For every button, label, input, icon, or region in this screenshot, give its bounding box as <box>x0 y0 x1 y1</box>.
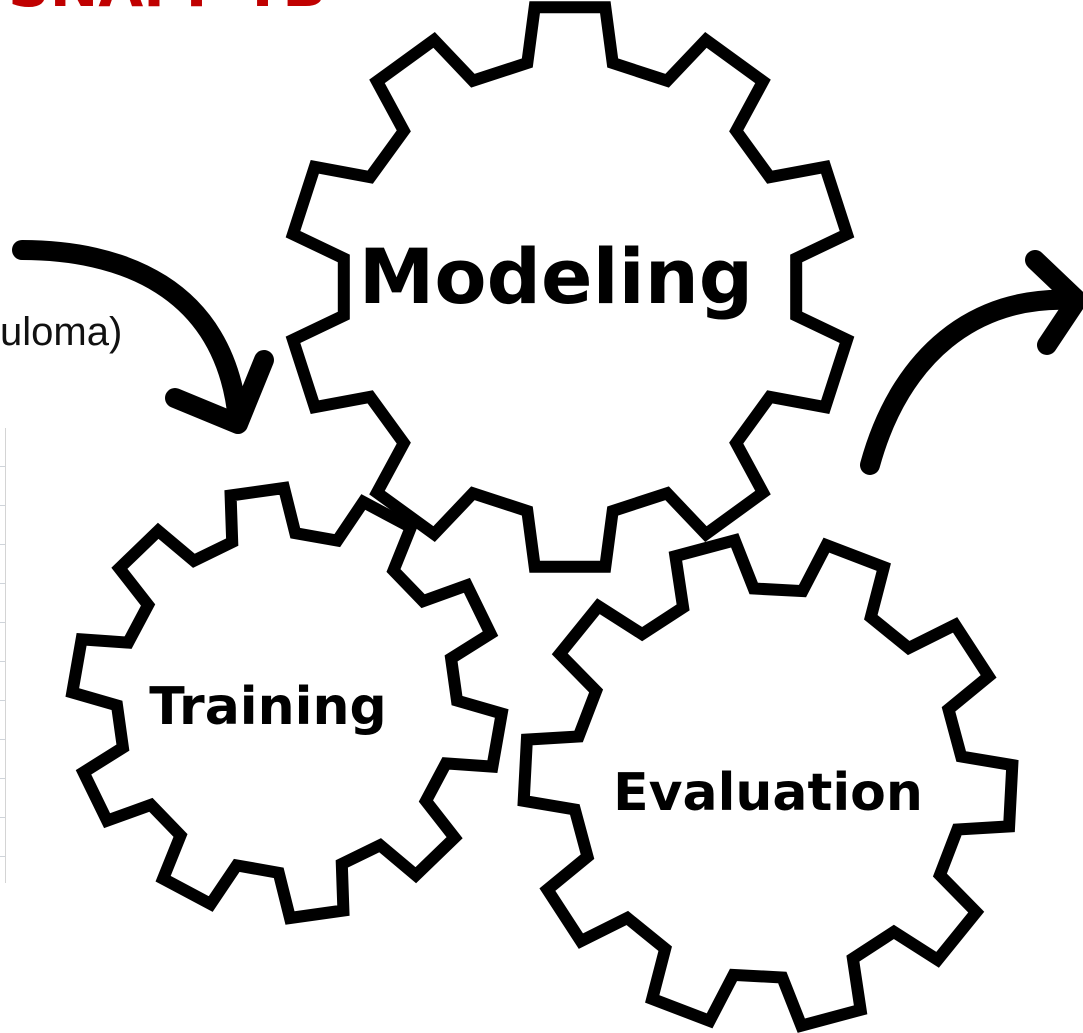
page-title: SNAPP-TB <box>8 0 327 20</box>
curved-arrow-out-icon <box>860 250 1083 475</box>
training-label: Training <box>149 677 386 737</box>
training-gear-icon <box>65 481 509 925</box>
evaluation-gear-icon <box>517 533 1019 1033</box>
side-label: uloma) <box>0 310 122 354</box>
curved-arrow-in-icon <box>12 240 274 434</box>
partial-table-edge <box>0 428 6 883</box>
evaluation-label: Evaluation <box>613 763 923 823</box>
modeling-label: Modeling <box>359 232 753 321</box>
modeling-gear-icon <box>285 1 855 573</box>
